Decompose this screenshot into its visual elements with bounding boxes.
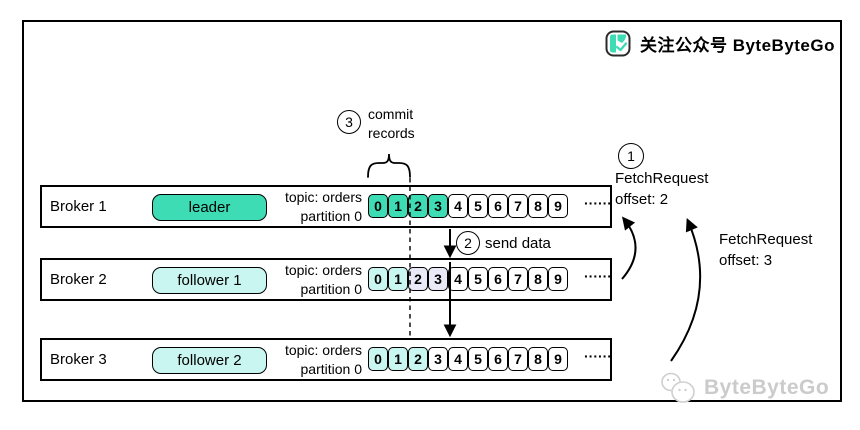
broker-3-topic: topic: orders partition 0 <box>222 341 362 379</box>
log-cell-offset-7: 7 <box>508 194 528 218</box>
broker-1-label: Broker 1 <box>50 198 107 215</box>
watermark-brand-text: ByteByteGo <box>704 376 830 399</box>
topic-line-1: topic: orders <box>284 189 362 205</box>
watermark: ByteByteGo <box>658 370 829 406</box>
log-cell-offset-6: 6 <box>488 347 508 371</box>
broker-1-row: Broker 1 leader topic: orders partition … <box>40 185 612 228</box>
step-3-badge: 3 <box>337 110 361 134</box>
log-cell-offset-7: 7 <box>508 267 528 291</box>
log-cell-offset-5: 5 <box>468 194 488 218</box>
partition-line: partition 0 <box>300 361 362 377</box>
broker-1-role-pill: leader <box>152 194 267 221</box>
broker-3-role-pill: follower 2 <box>152 347 267 374</box>
step-2-badge: 2 <box>456 231 480 255</box>
log-cell-offset-8: 8 <box>528 347 548 371</box>
broker-2-role-pill: follower 1 <box>152 267 267 294</box>
partition-line: partition 0 <box>300 281 362 297</box>
log-cell-offset-3: 3 <box>428 347 448 371</box>
broker-2-label: Broker 2 <box>50 271 107 288</box>
log-cell-offset-1: 1 <box>388 347 408 371</box>
log-cell-offset-4: 4 <box>448 194 468 218</box>
watermark-ghost-icon <box>658 370 700 406</box>
broker-3-row: Broker 3 follower 2 topic: orders partit… <box>40 338 612 381</box>
log-cell-offset-9: 9 <box>548 194 568 218</box>
log-cell-offset-1: 1 <box>388 267 408 291</box>
header-follow-text: 关注公众号 ByteByteGo <box>639 36 835 55</box>
log-cell-offset-9: 9 <box>548 347 568 371</box>
header: 关注公众号 ByteByteGo <box>605 30 835 57</box>
log-cell-offset-2: 2 <box>408 194 428 218</box>
commit-records-label: commit records <box>368 106 415 141</box>
log-cell-offset-3: 3 <box>428 194 448 218</box>
broker-1-topic: topic: orders partition 0 <box>222 188 362 226</box>
log-cell-offset-5: 5 <box>468 347 488 371</box>
log-cell-offset-8: 8 <box>528 267 548 291</box>
log-cell-offset-2: 2 <box>408 347 428 371</box>
topic-line-1: topic: orders <box>284 342 362 358</box>
log-cell-offset-8: 8 <box>528 194 548 218</box>
log-cell-offset-4: 4 <box>448 267 468 291</box>
bytebytego-logo-icon <box>605 30 631 57</box>
log-cell-offset-0: 0 <box>368 194 388 218</box>
broker-3-ellipsis: ······ <box>584 348 612 364</box>
log-cell-offset-0: 0 <box>368 267 388 291</box>
fetch-request-offset-2-label: FetchRequest offset: 2 <box>615 170 709 208</box>
broker-1-ellipsis: ······ <box>584 195 612 211</box>
broker-2-row: Broker 2 follower 1 topic: orders partit… <box>40 258 612 301</box>
log-cell-offset-2: 2 <box>408 267 428 291</box>
log-cell-offset-9: 9 <box>548 267 568 291</box>
log-cell-offset-6: 6 <box>488 267 508 291</box>
broker-2-topic: topic: orders partition 0 <box>222 261 362 299</box>
log-cell-offset-6: 6 <box>488 194 508 218</box>
log-cell-offset-3: 3 <box>428 267 448 291</box>
log-cell-offset-7: 7 <box>508 347 528 371</box>
broker-2-ellipsis: ······ <box>584 268 612 284</box>
fetch-request-offset-3-label: FetchRequest offset: 3 <box>719 231 813 269</box>
log-cell-offset-4: 4 <box>448 347 468 371</box>
send-data-label: send data <box>485 235 551 252</box>
step-1-badge: 1 <box>618 143 644 169</box>
topic-line-1: topic: orders <box>284 262 362 278</box>
log-cell-offset-5: 5 <box>468 267 488 291</box>
broker-3-label: Broker 3 <box>50 351 107 368</box>
log-cell-offset-0: 0 <box>368 347 388 371</box>
log-cell-offset-1: 1 <box>388 194 408 218</box>
partition-line: partition 0 <box>300 208 362 224</box>
